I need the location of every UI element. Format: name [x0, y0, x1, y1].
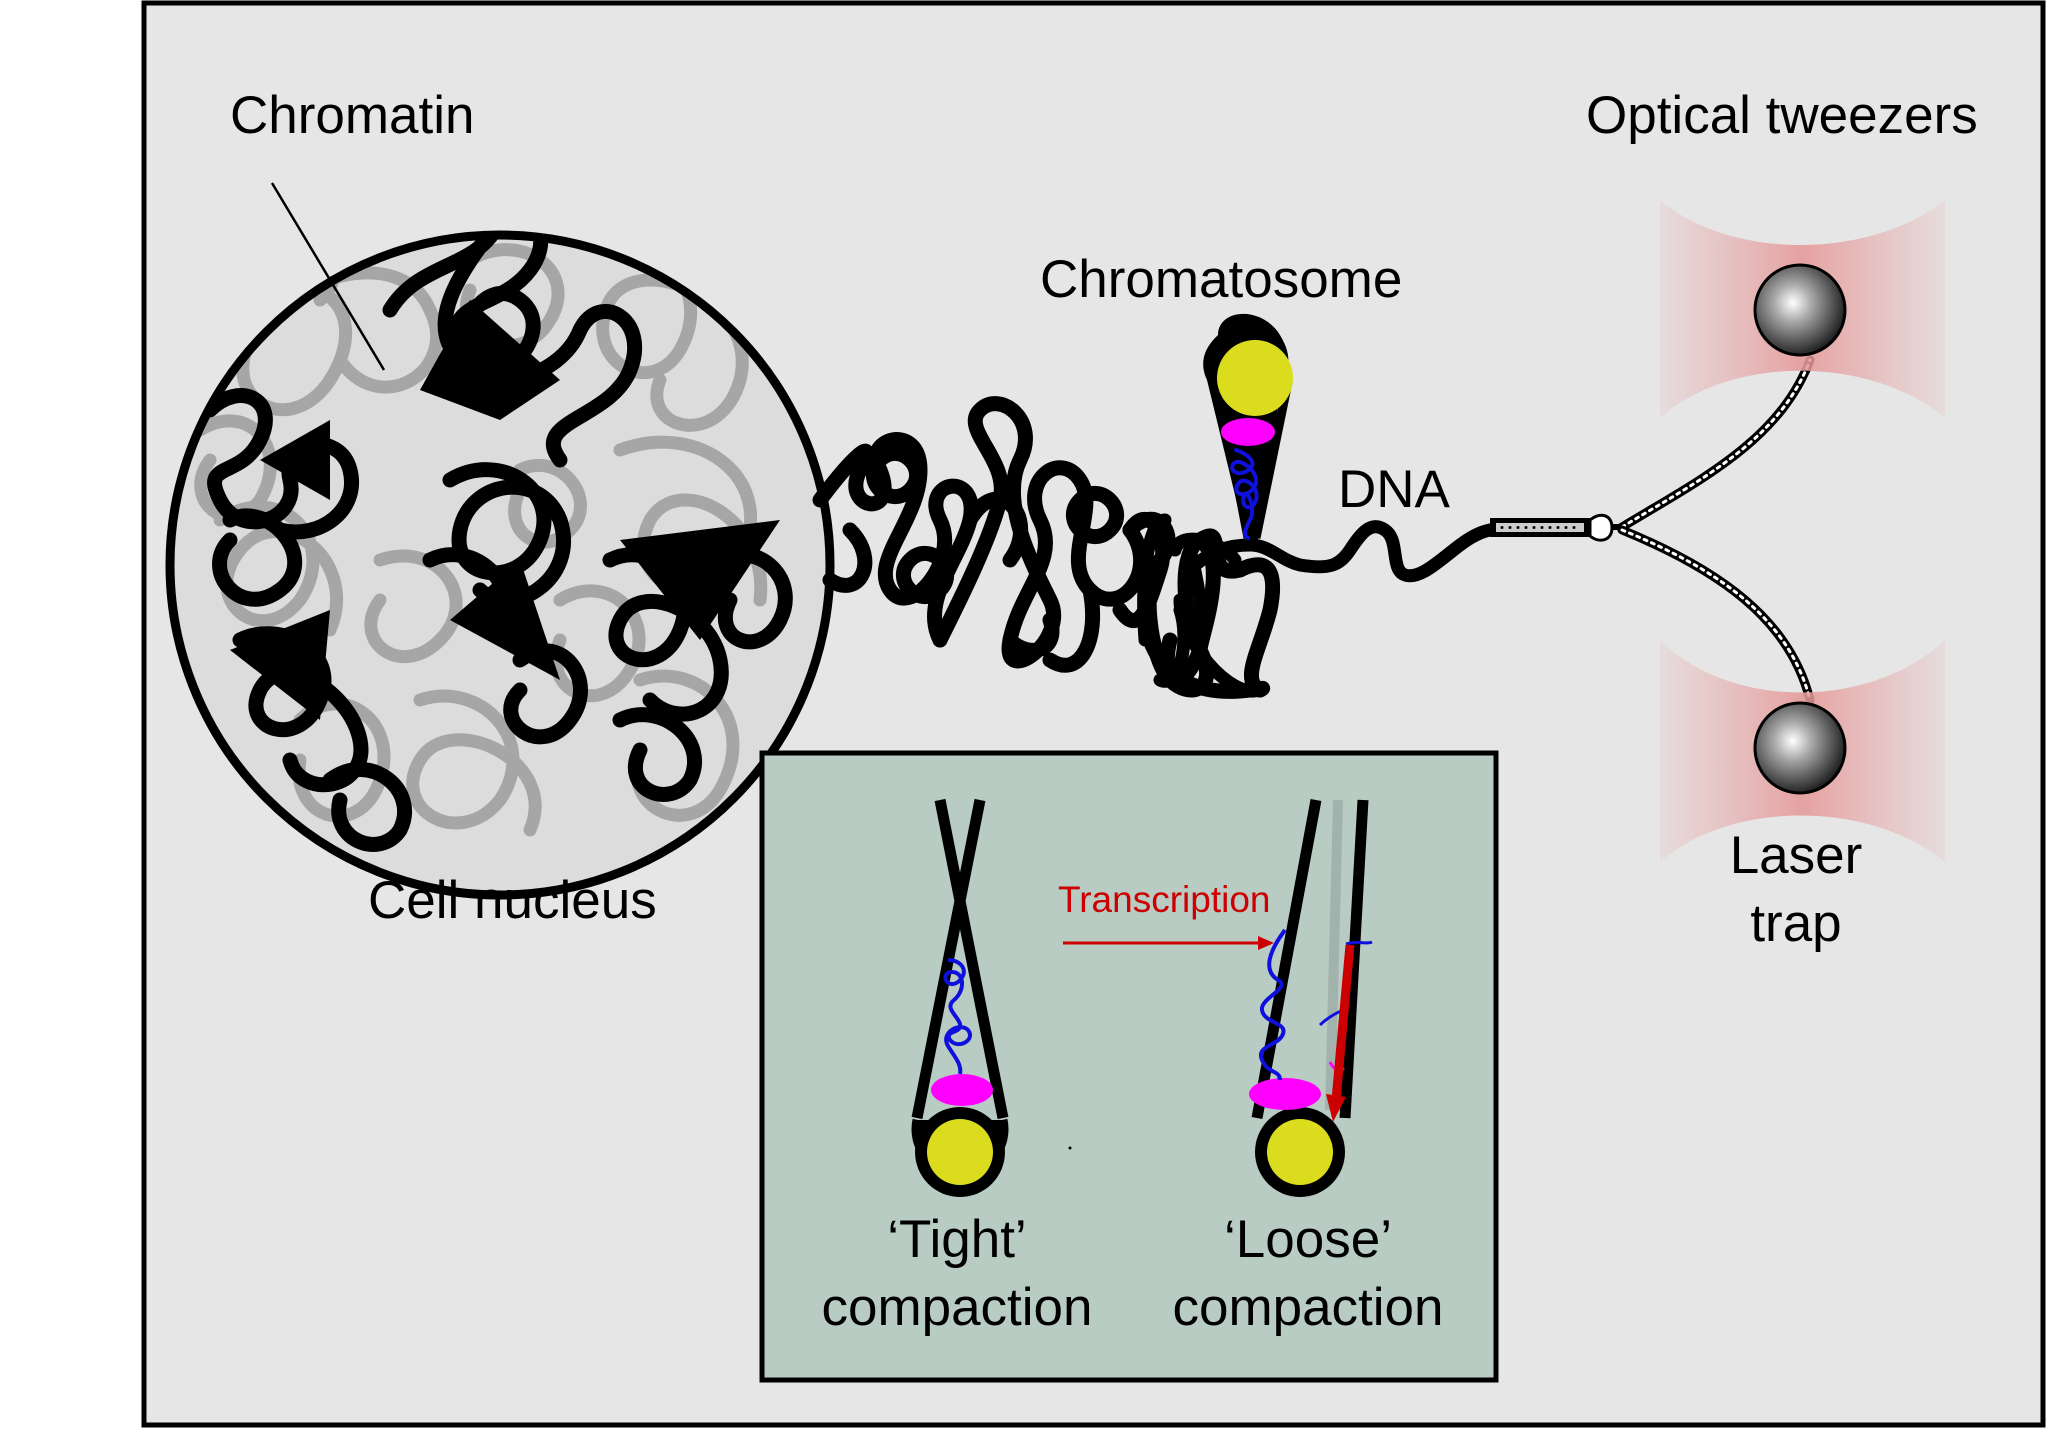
- label-transcription: Transcription: [1058, 879, 1270, 920]
- trapped-bead-top: [1753, 263, 1847, 357]
- label-optical-tweezers: Optical tweezers: [1586, 86, 1978, 145]
- tight-compaction-chromatosome: [911, 798, 1009, 1197]
- label-trap: trap: [1750, 894, 1841, 953]
- label-dna: DNA: [1338, 460, 1451, 519]
- loose-compaction-chromatosome: [1249, 798, 1373, 1197]
- label-cell-nucleus: Cell nucleus: [368, 871, 657, 930]
- label-tight-line1: ‘Tight’: [887, 1210, 1026, 1269]
- transcription-arrow: [1063, 936, 1274, 950]
- label-tight-line2: compaction: [821, 1278, 1092, 1337]
- chromatin-wedges: [230, 300, 780, 720]
- label-loose-line2: compaction: [1172, 1278, 1443, 1337]
- dna-strand: [1137, 513, 1507, 698]
- stray-dot: [1068, 1146, 1072, 1150]
- compaction-inset: [759, 750, 1499, 1383]
- dna-handles: [1617, 355, 1815, 705]
- chromatin-pointer-line: [270, 182, 386, 371]
- label-chromatosome: Chromatosome: [1040, 250, 1402, 309]
- label-loose-line1: ‘Loose’: [1224, 1210, 1392, 1269]
- label-chromatin: Chromatin: [230, 86, 474, 145]
- dna-tether-bar: [1490, 513, 1625, 542]
- chromatosome: [1203, 313, 1293, 548]
- label-laser: Laser: [1730, 826, 1863, 885]
- trapped-bead-bottom: [1753, 701, 1847, 795]
- cell-nucleus: [165, 230, 835, 900]
